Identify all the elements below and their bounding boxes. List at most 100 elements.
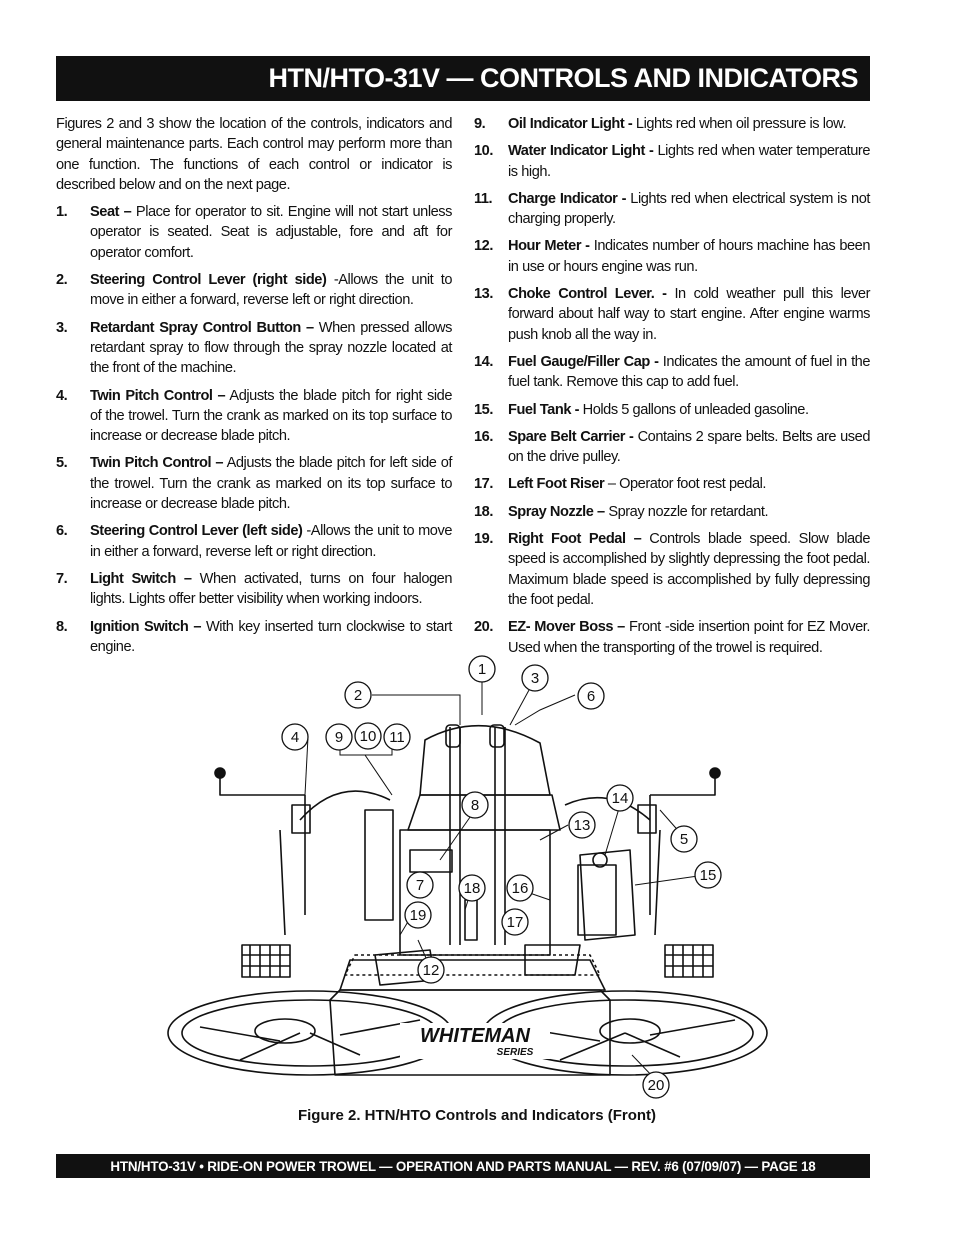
item-body: Oil Indicator Light - Lights red when oi… xyxy=(508,114,870,134)
callout-14: 14 xyxy=(606,784,634,812)
brand-series: SERIES xyxy=(497,1047,534,1058)
item-number: 8. xyxy=(56,618,68,635)
item-term: Choke Control Lever. - xyxy=(508,286,667,303)
item-body: Right Foot Pedal – Controls blade speed.… xyxy=(508,529,870,610)
callout-10: 10 xyxy=(354,722,382,750)
item-number: 18. xyxy=(474,503,493,520)
item-number: 14. xyxy=(474,353,493,370)
list-item: 4. Twin Pitch Control – Adjusts the blade… xyxy=(56,386,452,447)
item-body: Hour Meter - Indicates number of hours m… xyxy=(508,236,870,277)
item-description: Contains 2 spare belts. Belts are used o… xyxy=(508,428,870,466)
item-number: 3. xyxy=(56,319,68,336)
right-pitch-crank xyxy=(649,775,716,915)
svg-text:18: 18 xyxy=(464,880,481,897)
svg-text:15: 15 xyxy=(700,867,717,884)
svg-text:20: 20 xyxy=(648,1077,665,1094)
item-term: Water Indicator Light - xyxy=(508,143,654,160)
svg-text:6: 6 xyxy=(587,688,595,705)
item-description: When pressed allows retardant spray to f… xyxy=(90,319,452,377)
item-description: Adjusts the blade pitch for left side of… xyxy=(90,455,452,513)
svg-text:2: 2 xyxy=(354,687,362,704)
svg-text:5: 5 xyxy=(680,831,688,848)
item-description: Holds 5 gallons of unleaded gasoline. xyxy=(579,401,809,418)
list-item: 16. Spare Belt Carrier - Contains 2 spare… xyxy=(474,427,870,468)
list-item: 20. EZ- Mover Boss – Front -side insertio… xyxy=(474,617,870,658)
item-body: Retardant Spray Control Button – When pr… xyxy=(90,318,452,379)
item-number: 20. xyxy=(474,619,493,636)
svg-text:13: 13 xyxy=(574,817,591,834)
item-description: -Allows the unit to move in either a for… xyxy=(90,272,452,309)
item-body: Spray Nozzle – Spray nozzle for retardan… xyxy=(508,502,870,522)
item-number: 12. xyxy=(474,238,493,255)
list-item: 9. Oil Indicator Light - Lights red when … xyxy=(474,114,870,134)
svg-text:4: 4 xyxy=(291,729,299,746)
svg-text:10: 10 xyxy=(360,728,377,745)
item-number: 16. xyxy=(474,428,493,445)
item-term: Twin Pitch Control – xyxy=(90,455,224,472)
callout-4: 4 xyxy=(281,723,309,751)
item-term: Steering Control Lever (right side) xyxy=(90,272,327,289)
item-body: Twin Pitch Control – Adjusts the blade p… xyxy=(90,386,452,447)
callout-2: 2 xyxy=(344,681,372,709)
item-description: With key inserted turn clockwise to star… xyxy=(90,618,452,655)
brand-logo: WHITEMAN xyxy=(420,1025,531,1047)
item-number: 9. xyxy=(474,116,486,132)
item-number: 5. xyxy=(56,455,68,472)
item-description: When activated, turns on four halogen li… xyxy=(90,570,452,608)
svg-text:16: 16 xyxy=(512,880,529,897)
item-term: Seat – xyxy=(90,204,132,221)
item-body: Charge Indicator - Lights red when elect… xyxy=(508,189,870,230)
item-number: 2. xyxy=(56,272,68,289)
item-term: Spare Belt Carrier - xyxy=(508,428,634,445)
item-description: Controls blade speed. Slow blade speed i… xyxy=(508,531,870,608)
item-term: Steering Control Lever (left side) xyxy=(90,523,303,540)
item-description: Indicates the amount of fuel in the fuel… xyxy=(508,353,871,391)
list-item: 18. Spray Nozzle – Spray nozzle for retar… xyxy=(474,502,870,522)
callout-8: 8 xyxy=(461,791,489,819)
item-body: Light Switch – When activated, turns on … xyxy=(90,569,452,610)
svg-text:1: 1 xyxy=(478,661,486,678)
svg-text:8: 8 xyxy=(471,797,479,814)
item-description: Front -side insertion point for EZ Mover… xyxy=(508,619,870,656)
callout-5: 5 xyxy=(670,825,698,853)
callout-11: 11 xyxy=(383,723,411,751)
list-item: 8. Ignition Switch – With key inserted tu… xyxy=(56,617,452,658)
item-number: 15. xyxy=(474,401,493,418)
item-term: EZ- Mover Boss – xyxy=(508,619,625,636)
item-description: Adjusts the blade pitch for right side o… xyxy=(90,387,452,445)
item-body: Seat – Place for operator to sit. Engine… xyxy=(90,202,452,263)
item-term: Fuel Tank - xyxy=(508,401,579,418)
list-item: 3. Retardant Spray Control Button – When … xyxy=(56,318,452,379)
item-term: Right Foot Pedal – xyxy=(508,531,642,548)
item-term: Spray Nozzle – xyxy=(508,503,605,520)
callout-9: 9 xyxy=(325,723,353,751)
list-item: 7.Light Switch – When activated, turns o… xyxy=(56,569,452,610)
callout-18: 18 xyxy=(458,874,486,902)
item-description: Spray nozzle for retardant. xyxy=(604,503,769,520)
item-body: Choke Control Lever. - In cold weather p… xyxy=(508,284,870,345)
item-number: 4. xyxy=(56,387,68,404)
callout-1: 1 xyxy=(468,655,496,683)
page-title-bar: HTN/HTO-31V — CONTROLS AND INDICATORS xyxy=(56,56,870,101)
item-description: Lights red when electrical system is not… xyxy=(508,190,870,228)
list-item: 6. Steering Control Lever (left side) -Al… xyxy=(56,521,452,562)
list-item: 2. Steering Control Lever (right side) -A… xyxy=(56,270,452,311)
item-description: -Allows the unit to move in either a for… xyxy=(90,523,452,560)
item-body: Left Foot Riser – Operator foot rest ped… xyxy=(508,474,870,494)
callout-group: 1 2 3 4 5 6 7 8 9 10 11 12 13 14 15 16 1… xyxy=(281,655,722,1099)
item-number: 6. xyxy=(56,523,68,540)
item-term: Oil Indicator Light - xyxy=(508,116,633,132)
item-description: In cold weather pull this lever forward … xyxy=(508,286,870,343)
item-term: Left Foot Riser xyxy=(508,476,605,493)
left-column: Figures 2 and 3 show the location of the… xyxy=(56,114,452,664)
item-term: Ignition Switch – xyxy=(90,618,202,635)
item-term: Fuel Gauge/Filler Cap - xyxy=(508,353,659,370)
item-term: Retardant Spray Control Button – xyxy=(90,319,314,336)
svg-text:12: 12 xyxy=(423,962,440,979)
item-number: 19. xyxy=(474,531,493,548)
list-item: 5. Twin Pitch Control – Adjusts the blade… xyxy=(56,453,452,514)
intro-paragraph: Figures 2 and 3 show the location of the… xyxy=(56,116,452,193)
item-term: Charge Indicator - xyxy=(508,190,627,207)
item-body: Spare Belt Carrier - Contains 2 spare be… xyxy=(508,427,870,468)
list-item: 13.Choke Control Lever. - In cold weathe… xyxy=(474,284,870,345)
